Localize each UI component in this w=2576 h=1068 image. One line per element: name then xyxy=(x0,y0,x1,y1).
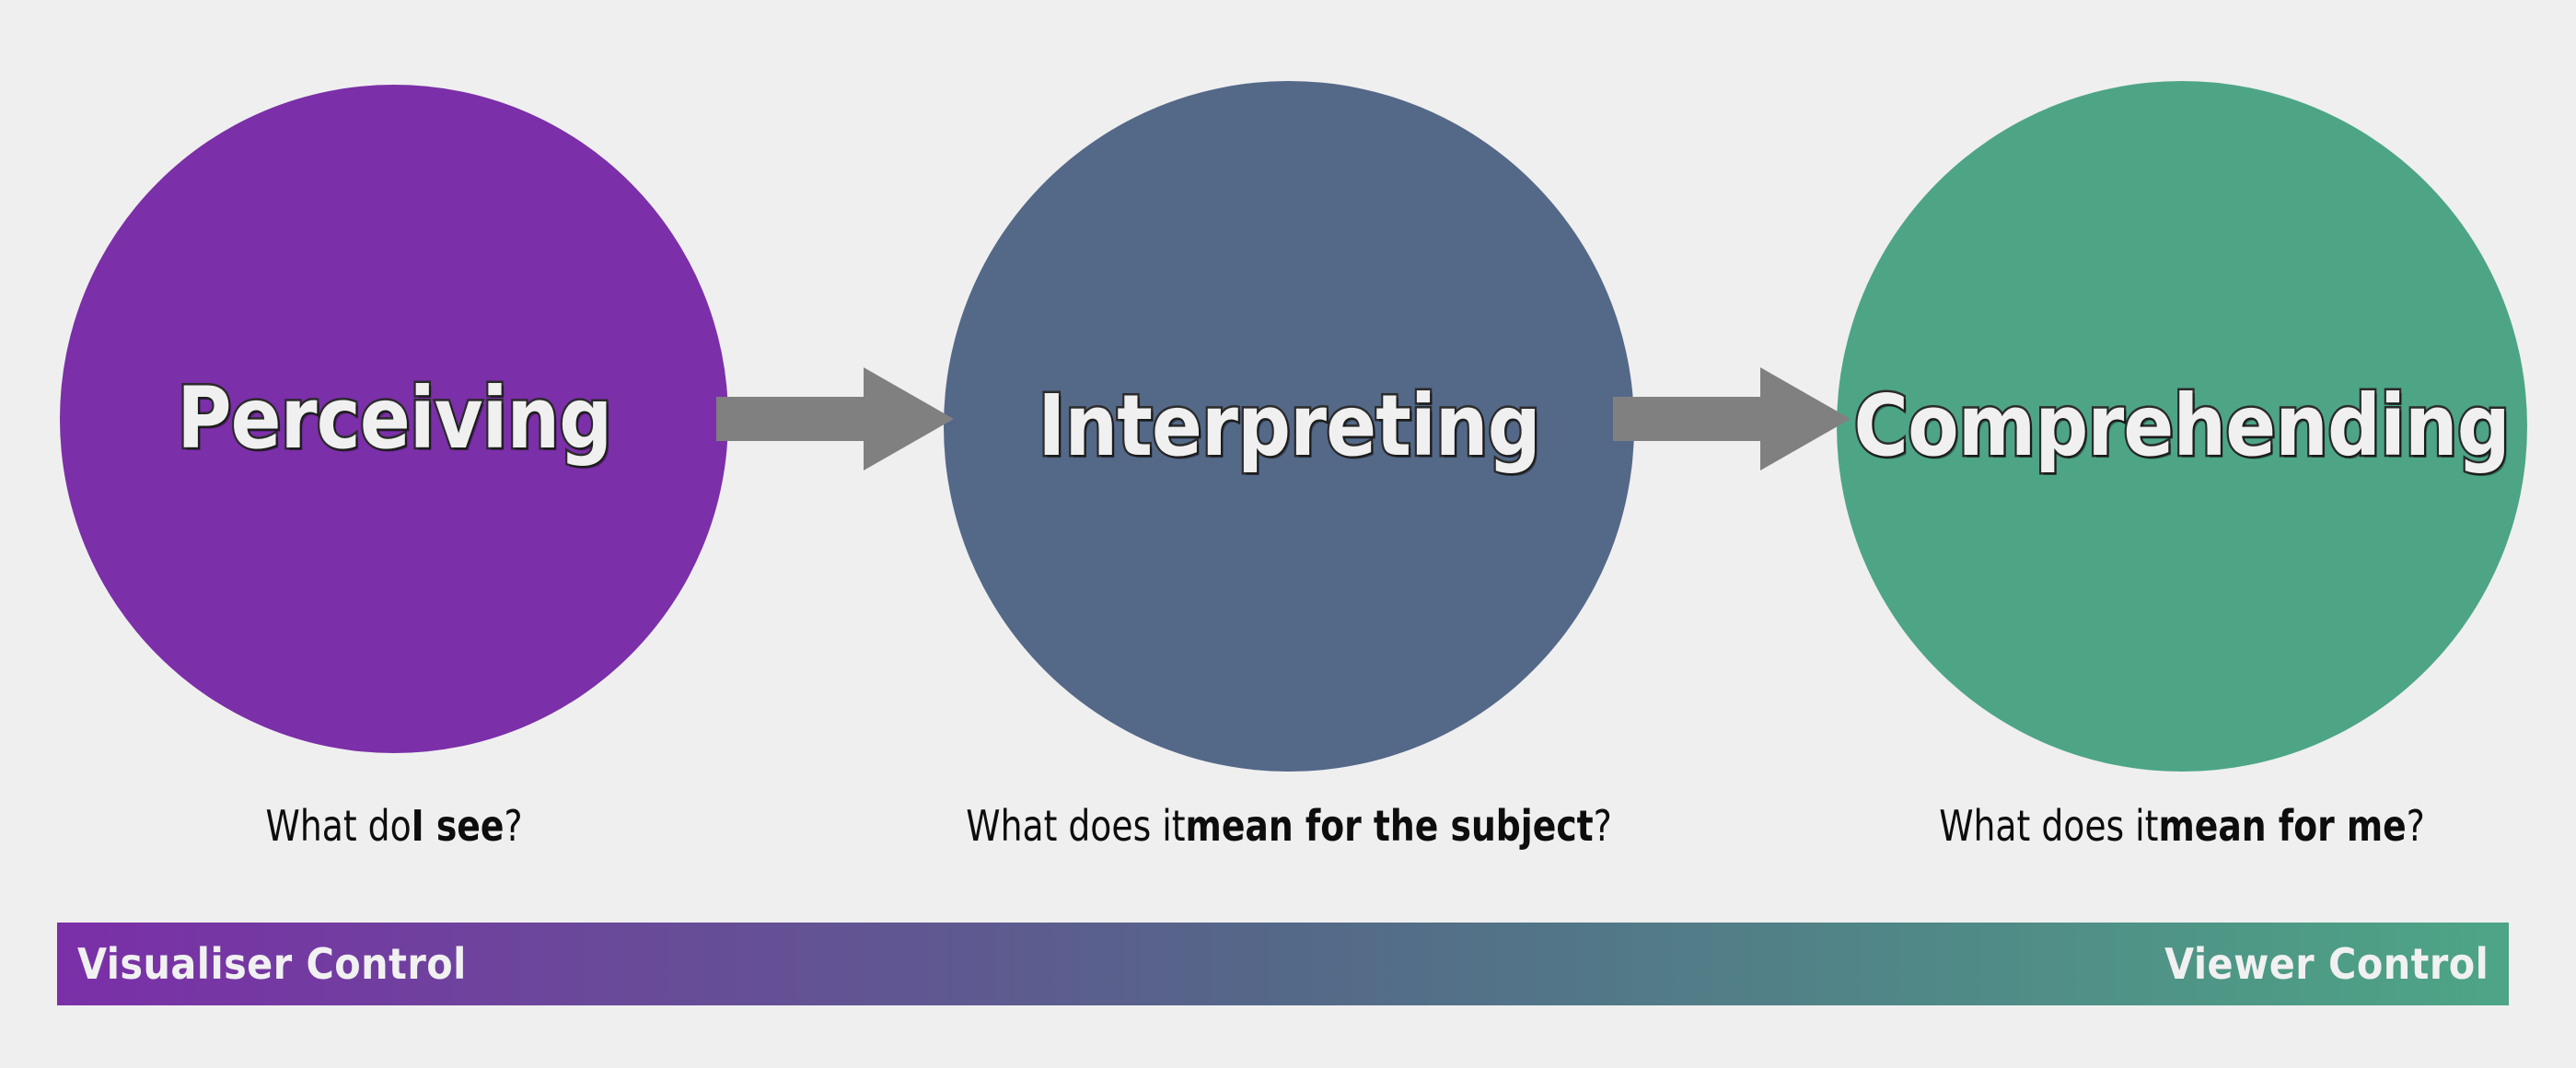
stage-circle-interpreting[interactable]: Interpreting xyxy=(944,81,1634,772)
stage-label-interpreting: Interpreting xyxy=(1036,377,1543,475)
caption-text-prefix: What does it xyxy=(966,801,1186,851)
stage-caption-interpreting: What does it mean for the subject? xyxy=(966,794,1611,858)
caption-text-emphasis: I see xyxy=(411,801,505,851)
caption-text-suffix: ? xyxy=(2406,801,2425,851)
control-gradient-bar: Visualiser Control Viewer Control xyxy=(57,923,2509,1005)
stage-caption-perceiving: What do I see? xyxy=(120,794,667,858)
control-bar-label-right: Viewer Control xyxy=(2164,939,2489,989)
stage-label-comprehending: Comprehending xyxy=(1852,377,2513,475)
stage-label-perceiving: Perceiving xyxy=(175,369,614,468)
caption-text-emphasis: mean for me xyxy=(2158,801,2407,851)
caption-text-prefix: What do xyxy=(265,801,412,851)
caption-text-prefix: What does it xyxy=(1939,801,2159,851)
stage-circle-perceiving[interactable]: Perceiving xyxy=(60,85,728,753)
stage-caption-comprehending: What does it mean for me? xyxy=(1899,794,2466,858)
arrow-right-icon-1 xyxy=(716,367,954,470)
stage-circle-comprehending[interactable]: Comprehending xyxy=(1837,81,2527,772)
caption-text-suffix: ? xyxy=(504,801,523,851)
control-bar-label-left: Visualiser Control xyxy=(77,939,467,989)
caption-text-emphasis: mean for the subject xyxy=(1185,801,1594,851)
arrow-right-icon-2 xyxy=(1613,367,1851,470)
caption-text-suffix: ? xyxy=(1593,801,1612,851)
